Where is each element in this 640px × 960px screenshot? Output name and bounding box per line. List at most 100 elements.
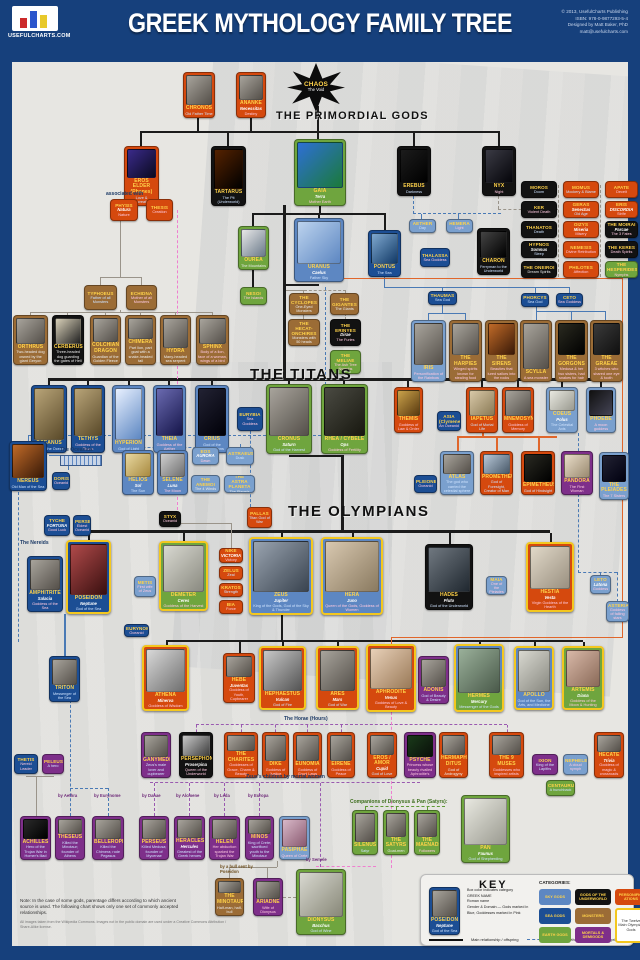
edge xyxy=(421,214,422,220)
adonis-name: ADONIS xyxy=(423,686,444,693)
edge xyxy=(288,381,290,386)
oneiroi-domain: Dream Spirits xyxy=(527,269,551,274)
zeus-name: ZEUS xyxy=(274,592,288,599)
minos-name: MINOS xyxy=(251,834,268,841)
edge xyxy=(341,457,344,532)
node-asia: ASIA (Clymene)An Oceanid xyxy=(437,411,461,431)
maenads-image xyxy=(417,813,437,837)
charites-domain: Goddesses of Grace, Charm & Beauty xyxy=(227,763,255,776)
key-example-roman: Neptune xyxy=(436,923,453,929)
edge xyxy=(259,783,260,816)
nephele-name: NEPHELE xyxy=(565,757,588,763)
key-annotation: GREEK NAME xyxy=(467,893,492,898)
thesis-domain: Creation xyxy=(152,210,167,215)
edge xyxy=(536,307,537,312)
keres-domain: Death Spirits xyxy=(610,249,633,254)
demeter-domain: Goddess of the Harvest xyxy=(163,603,204,608)
poseidon-roman-name: Neptune xyxy=(80,601,97,607)
styx-name: STYX xyxy=(163,514,177,520)
edge xyxy=(600,185,601,277)
edge xyxy=(70,788,108,789)
asteria-name: ASTERIA xyxy=(608,602,629,608)
adonis-image xyxy=(421,659,446,687)
edge xyxy=(605,312,606,320)
edge xyxy=(384,215,386,230)
geras-roman-name: Senectus xyxy=(571,206,591,212)
edge xyxy=(320,783,321,867)
achilles-image xyxy=(23,819,48,839)
theia-domain: Goddess of the Aether xyxy=(156,442,183,451)
hebe-roman-name: Juventas xyxy=(229,682,249,688)
poseidon-name: POSEIDON xyxy=(74,595,103,602)
hyperion-name: HYPERION xyxy=(115,440,142,447)
hemera-domain: Light xyxy=(455,226,464,231)
logo-text: USEFULCHARTS.COM xyxy=(8,33,71,39)
zeus-roman-name: Jupiter xyxy=(274,597,288,603)
eris-name: ERIS xyxy=(615,202,628,208)
hestia-name: HESTIA xyxy=(540,589,560,596)
echidna-name: ECHIDNA xyxy=(130,290,153,296)
psyche-name: PSYCHE xyxy=(409,756,431,763)
hera-domain: Queen of the Gods, Goddess of Women xyxy=(325,603,379,612)
key-category-under: GODS OF THE UNDERWORLD xyxy=(575,889,611,905)
echidna-domain: Mother of all Monsters xyxy=(131,295,152,305)
key-category-tw: The Twelve Main Olympian Gods xyxy=(615,908,640,943)
edge xyxy=(181,523,231,524)
nike-name: NIKE xyxy=(225,548,237,554)
epimetheus-name: EPIMETHEUS xyxy=(523,482,555,489)
atlas-domain: The god who carried the celestial sphere xyxy=(443,480,471,493)
edge xyxy=(100,278,101,286)
edge xyxy=(189,783,190,816)
sphinx-image xyxy=(199,318,226,344)
label: by Leda xyxy=(214,793,230,798)
edge xyxy=(36,777,37,816)
edge xyxy=(442,305,443,313)
persephone-domain: Queen of the Underworld xyxy=(185,767,207,776)
helios-image xyxy=(125,453,151,478)
anemoi-domain: The 4 Winds xyxy=(194,487,217,492)
edge xyxy=(64,614,66,656)
pleiades-image xyxy=(602,455,626,482)
minotaur-image xyxy=(218,881,241,894)
anemoi-name: THE ANEMOI xyxy=(196,476,215,487)
hebe-domain: Goddess of Youth, Cupbearer xyxy=(229,688,249,701)
orthrus-domain: Two-headed dog owned by the giant Geryon xyxy=(16,350,45,363)
edge xyxy=(303,290,304,294)
edge xyxy=(150,782,420,783)
pallas-domain: Titan God of War xyxy=(249,515,270,525)
edge xyxy=(70,700,71,816)
hydra-domain: Many-headed sea serpent xyxy=(163,354,188,363)
eurynome-name: EURYNOME xyxy=(126,625,148,631)
apollo-domain: God of the Sun, the Arts, and Medicine xyxy=(517,698,551,707)
pontus-image xyxy=(371,233,398,265)
dike-domain: Goddess of Justice xyxy=(265,767,286,776)
themis-image xyxy=(397,390,420,416)
iris-domain: Personification of the Rainbow xyxy=(413,371,444,380)
sphinx-name: SPHINX xyxy=(202,343,223,350)
geras-name: GERAS xyxy=(572,202,590,208)
edge xyxy=(427,807,428,812)
geras-domain: Old Age xyxy=(574,212,588,217)
edge xyxy=(617,572,618,602)
